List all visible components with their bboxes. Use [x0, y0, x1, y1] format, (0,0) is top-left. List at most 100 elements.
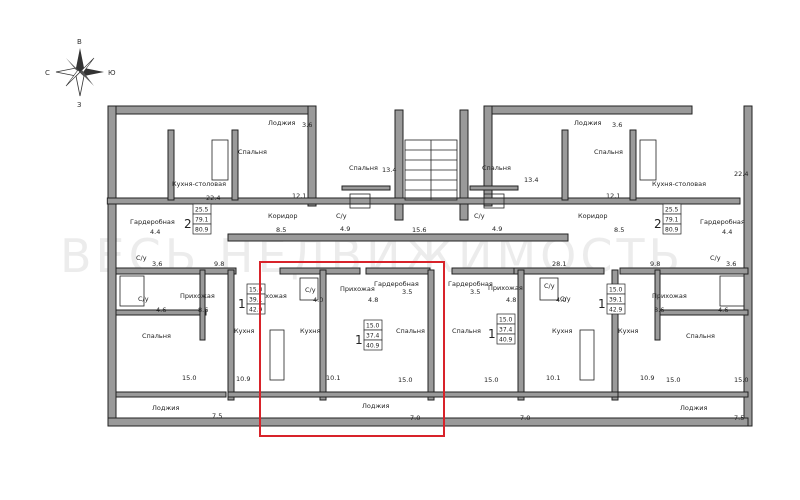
apartment-box-a-c2: 115.037.440.9 [488, 313, 516, 345]
label-prih-l: Прихожая [180, 292, 215, 300]
compass-w: С [45, 69, 50, 77]
label-n-3-6-d: 3.6 [726, 260, 736, 268]
label-su-r2: С/у [710, 254, 721, 262]
label-n-13-4-a: 13.4 [382, 166, 396, 174]
label-n-7-0-b: 7.0 [520, 414, 530, 422]
apartment-box-a-tr: 225.579.180.9 [654, 203, 682, 235]
rooms-count: 2 [654, 217, 662, 231]
label-n-8-6-a: 8.6 [198, 306, 208, 314]
rooms-count: 1 [488, 327, 496, 341]
label-su-l3: С/у [138, 295, 149, 303]
walls [106, 105, 753, 427]
compass: В З С Ю [45, 38, 116, 109]
area-living: 15.0 [499, 317, 513, 324]
label-n-8-5-b: 8.5 [614, 226, 624, 234]
label-garder-c2: Гардеробная [448, 280, 493, 288]
label-n-10-9-b: 10.9 [640, 374, 654, 382]
label-n-4-8-a: 4.8 [368, 296, 378, 304]
label-n-4-0-a: 4.0 [313, 296, 323, 304]
label-spal-r3: Спальня [686, 332, 715, 340]
highlight-frame [259, 261, 445, 437]
label-kuh-rc: Кухня [552, 327, 573, 335]
label-n-22-4-a: 22.4 [206, 194, 220, 202]
label-su-l1: С/у [336, 212, 347, 220]
label-n-22-4-b: 22.4 [734, 170, 748, 178]
area-useful: 39.1 [249, 297, 263, 304]
label-su-l2: С/у [136, 254, 147, 262]
area-cell [363, 339, 383, 351]
label-garder-r: Гардеробная [700, 218, 745, 226]
rooms-count: 2 [184, 217, 192, 231]
label-n-4-6-b: 4.6 [718, 306, 728, 314]
label-lodzh-l: Лоджия [152, 404, 179, 412]
label-n-9-8-a: 9.8 [214, 260, 224, 268]
label-su-rc: С/у [544, 282, 555, 290]
label-n-12-1-b: 12.1 [606, 192, 620, 200]
apartment-box-a-c: 115.037.440.9 [355, 319, 383, 351]
label-lodzh-tr: Лоджия [574, 119, 601, 127]
compass-n: В [77, 38, 82, 46]
label-kuh-stol-l: Кухня-столовая [172, 180, 226, 188]
compass-e: Ю [108, 69, 116, 77]
label-n-4-8-b: 4.8 [506, 296, 516, 304]
label-n-9-8-b: 9.8 [650, 260, 660, 268]
label-n-4-4-a: 4.4 [150, 228, 160, 236]
label-prih-c2: Прихожая [488, 284, 523, 292]
apartment-box-a-tl: 225.579.180.9 [184, 203, 212, 235]
label-n-13-4-b: 13.4 [524, 176, 538, 184]
label-su-r3: С/у [560, 295, 571, 303]
stairwell [404, 139, 458, 201]
label-prih-c1: Прихожая [340, 285, 375, 293]
label-n-28-1: 28.1 [552, 260, 566, 268]
area-living: 15.0 [366, 323, 380, 330]
fixtures [119, 139, 745, 381]
label-spal-c1: Спальня [396, 327, 425, 335]
label-su-r1: С/у [474, 212, 485, 220]
area-total: 40.9 [366, 343, 380, 350]
label-n-12-1-a: 12.1 [292, 192, 306, 200]
area-living: 25.5 [665, 207, 679, 214]
label-n-15-0-d: 15.0 [734, 376, 748, 384]
apartment-box-a-mr: 115.0 39.1 42.9 [598, 283, 626, 315]
label-garder-l: Гардеробная [130, 218, 175, 226]
label-koridor-l: Коридор [268, 212, 298, 220]
label-n-15-0-a: 15.0 [182, 374, 196, 382]
label-n-4-9-a: 4.9 [340, 225, 350, 233]
label-spal-tr1: Спальня [482, 164, 511, 172]
label-spal-tl2: Спальня [349, 164, 378, 172]
rooms-count: 1 [238, 297, 246, 311]
area-living: 15.0 [609, 287, 623, 294]
area-cell [496, 333, 516, 345]
area-useful: 39.1 [609, 297, 623, 304]
area-cell [606, 303, 626, 315]
label-su-c1: С/у [305, 286, 316, 294]
label-lodzh-c1: Лоджия [362, 402, 389, 410]
label-n-7-5-a: 7.5 [212, 412, 222, 420]
label-kuh-r: Кухня [618, 327, 639, 335]
label-spal-tl1: Спальня [238, 148, 267, 156]
label-spal-tr2: Спальня [594, 148, 623, 156]
apartment-box-a-ml: 115.0 39.1 42.9 [238, 283, 266, 315]
area-living: 15.0 [249, 287, 263, 294]
label-lodzh-tl: Лоджия [268, 119, 295, 127]
label-koridor-r: Коридор [578, 212, 608, 220]
label-n-4-6-a: 4.6 [156, 306, 166, 314]
label-n-3-6-a: 3.6 [302, 121, 312, 129]
label-n-15-6: 15.6 [412, 226, 426, 234]
label-spal-l3: Спальня [142, 332, 171, 340]
label-n-3-5-b: 3.5 [470, 288, 480, 296]
label-n-8-5-a: 8.5 [276, 226, 286, 234]
label-n-4-9-b: 4.9 [492, 225, 502, 233]
area-useful: 79.1 [665, 217, 679, 224]
label-n-7-5-b: 7.5 [734, 414, 744, 422]
label-lodzh-r: Лоджия [680, 404, 707, 412]
label-kuh-l: Кухня [234, 327, 255, 335]
label-garder-c1: Гардеробная [374, 280, 419, 288]
area-total: 42.9 [249, 307, 263, 314]
rooms-count: 1 [598, 297, 606, 311]
area-useful: 79.1 [195, 217, 209, 224]
area-total: 42.9 [609, 307, 623, 314]
